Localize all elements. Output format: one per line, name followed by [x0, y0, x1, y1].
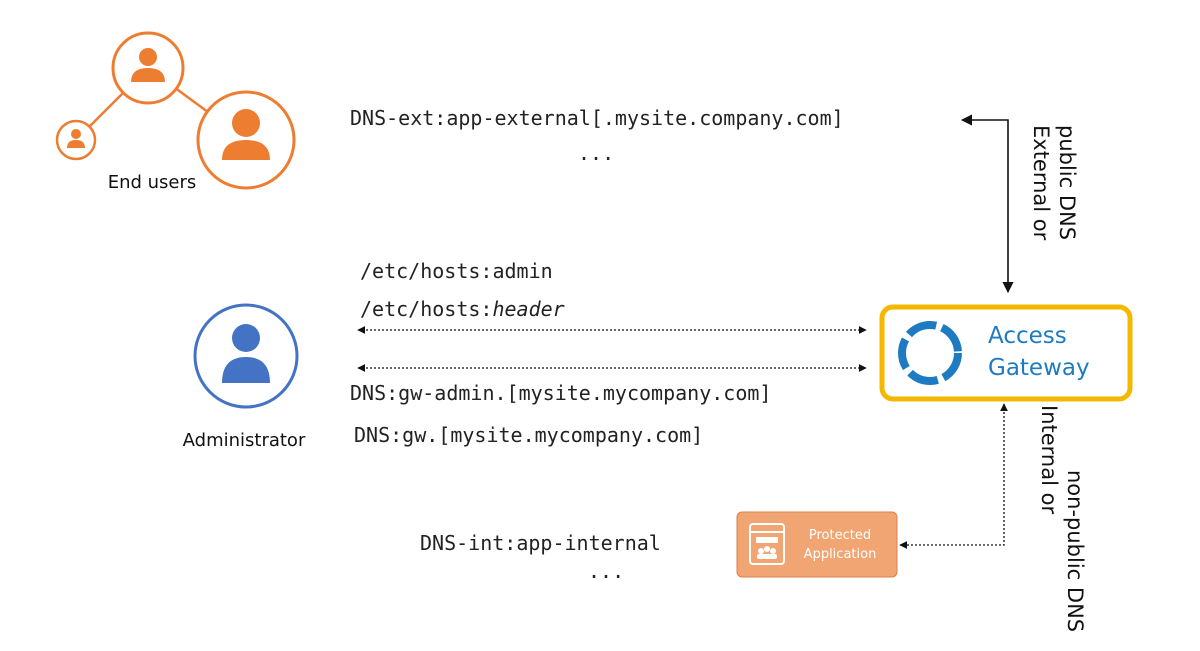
end-users-label: End users [108, 172, 197, 193]
administrator-label: Administrator [183, 430, 306, 451]
external-dns-side-label-2: public DNS [1055, 125, 1079, 240]
gateway-label-line1: Access [988, 323, 1067, 349]
hosts-header-prefix: /etc/hosts: [360, 297, 492, 321]
internal-dns-side-label-2: non-public DNS [1063, 470, 1087, 632]
user-icon [193, 303, 299, 409]
gateway-ring-icon [898, 321, 962, 385]
user-icon [111, 31, 185, 105]
user-icon [55, 119, 97, 161]
administrator-group: Administrator [183, 303, 306, 451]
dns-gw-admin-entry: DNS:gw-admin.[mysite.mycompany.com] [350, 381, 771, 405]
protected-app-label-line2: Application [804, 547, 877, 562]
user-icon [196, 90, 296, 190]
protected-application-box: Protected Application [736, 511, 898, 578]
internal-dns-arrow [899, 403, 1008, 549]
protected-app-label-line1: Protected [809, 528, 871, 543]
internal-dns-side-label-1: Internal or [1037, 405, 1061, 514]
internal-dns-entry: DNS-int:app-internal [420, 531, 661, 555]
internal-dns-ellipsis: ... [588, 559, 624, 583]
external-dns-arrow [960, 114, 1014, 294]
hosts-header-italic: header [492, 297, 564, 321]
hosts-admin-entry: /etc/hosts:admin [360, 259, 553, 283]
end-users-group: End users [55, 31, 296, 193]
dns-gw-entry: DNS:gw.[mysite.mycompany.com] [354, 423, 703, 447]
external-dns-entry: DNS-ext:app-external[.mysite.company.com… [350, 106, 844, 130]
access-gateway-box: Access Gateway [879, 304, 1133, 402]
application-window-icon [749, 523, 785, 565]
hosts-header-entry: /etc/hosts:header [360, 297, 565, 321]
gateway-label-line2: Gateway [988, 355, 1090, 381]
external-dns-side-label-1: External or [1029, 125, 1053, 241]
external-dns-ellipsis: ... [578, 141, 614, 165]
